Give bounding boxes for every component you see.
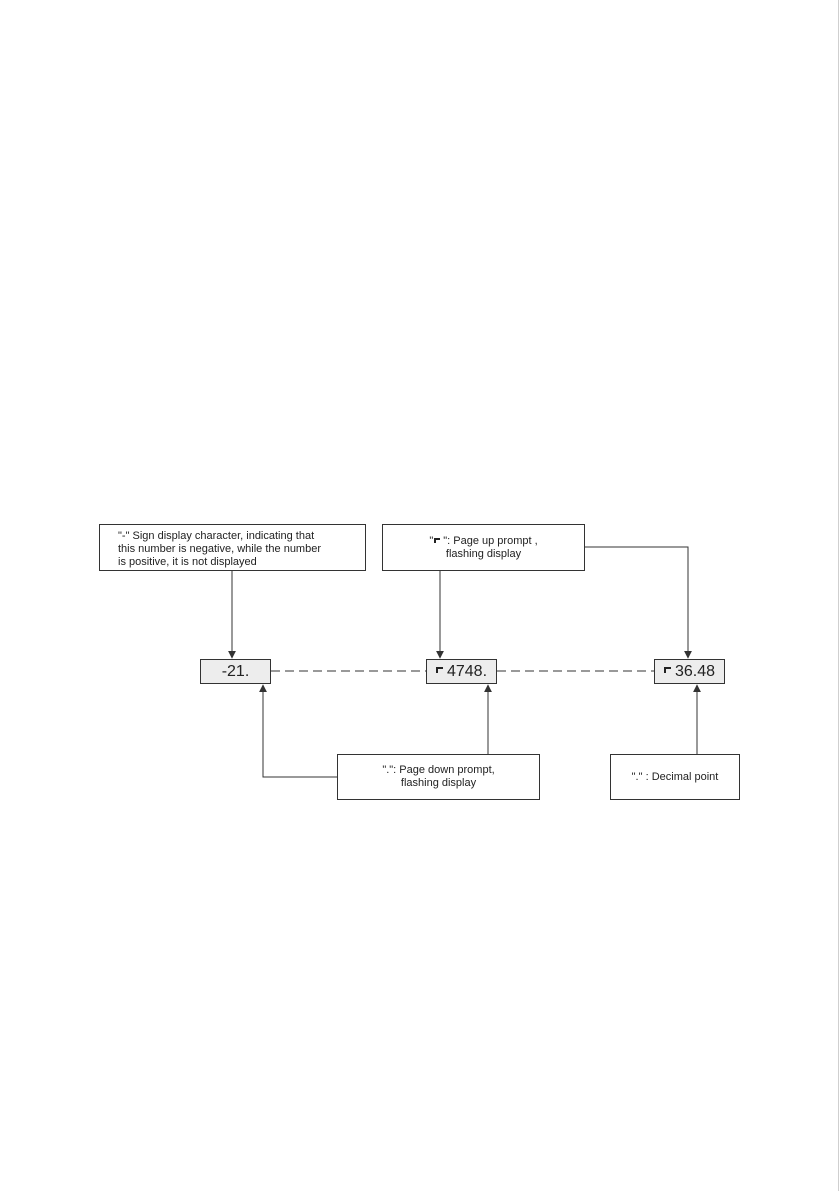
page-up-callout-line-1: " ": Page up prompt , [429, 535, 537, 548]
sign-callout-line-3: is positive, it is not displayed [118, 556, 357, 569]
page-down-callout-line-2: flashing display [401, 777, 476, 790]
sign-callout-line-2: this number is negative, while the numbe… [118, 543, 357, 556]
page-down-callout-line-1: ".": Page down prompt, [382, 764, 494, 777]
page-up-callout-line-2: flashing display [446, 548, 521, 561]
page-up-callout-line-1-text: ": Page up prompt , [443, 535, 537, 547]
display-box-page-up-prompt: 4748. [426, 659, 497, 684]
sign-callout-line-1: "-" Sign display character, indicating t… [118, 530, 357, 543]
page-up-corner-icon [434, 538, 440, 543]
sign-callout: "-" Sign display character, indicating t… [99, 524, 366, 571]
display-box-negative: -21. [200, 659, 271, 684]
display-value-2: 4748. [447, 663, 487, 681]
page-down-callout: ".": Page down prompt, flashing display [337, 754, 540, 800]
page-up-corner-icon [664, 667, 671, 673]
display-value-3: 36.48 [675, 663, 715, 681]
decimal-point-callout-line-1: "." : Decimal point [632, 771, 719, 784]
arrow-pagedown-to-display-1 [263, 685, 337, 777]
page-up-callout: " ": Page up prompt , flashing display [382, 524, 585, 571]
decimal-point-callout: "." : Decimal point [610, 754, 740, 800]
display-value-1: -21. [222, 663, 250, 681]
page-up-quote-open: " [429, 535, 433, 547]
page-up-corner-icon [436, 667, 443, 673]
display-box-decimal: 36.48 [654, 659, 725, 684]
arrow-pageup-to-display-3 [585, 547, 688, 658]
